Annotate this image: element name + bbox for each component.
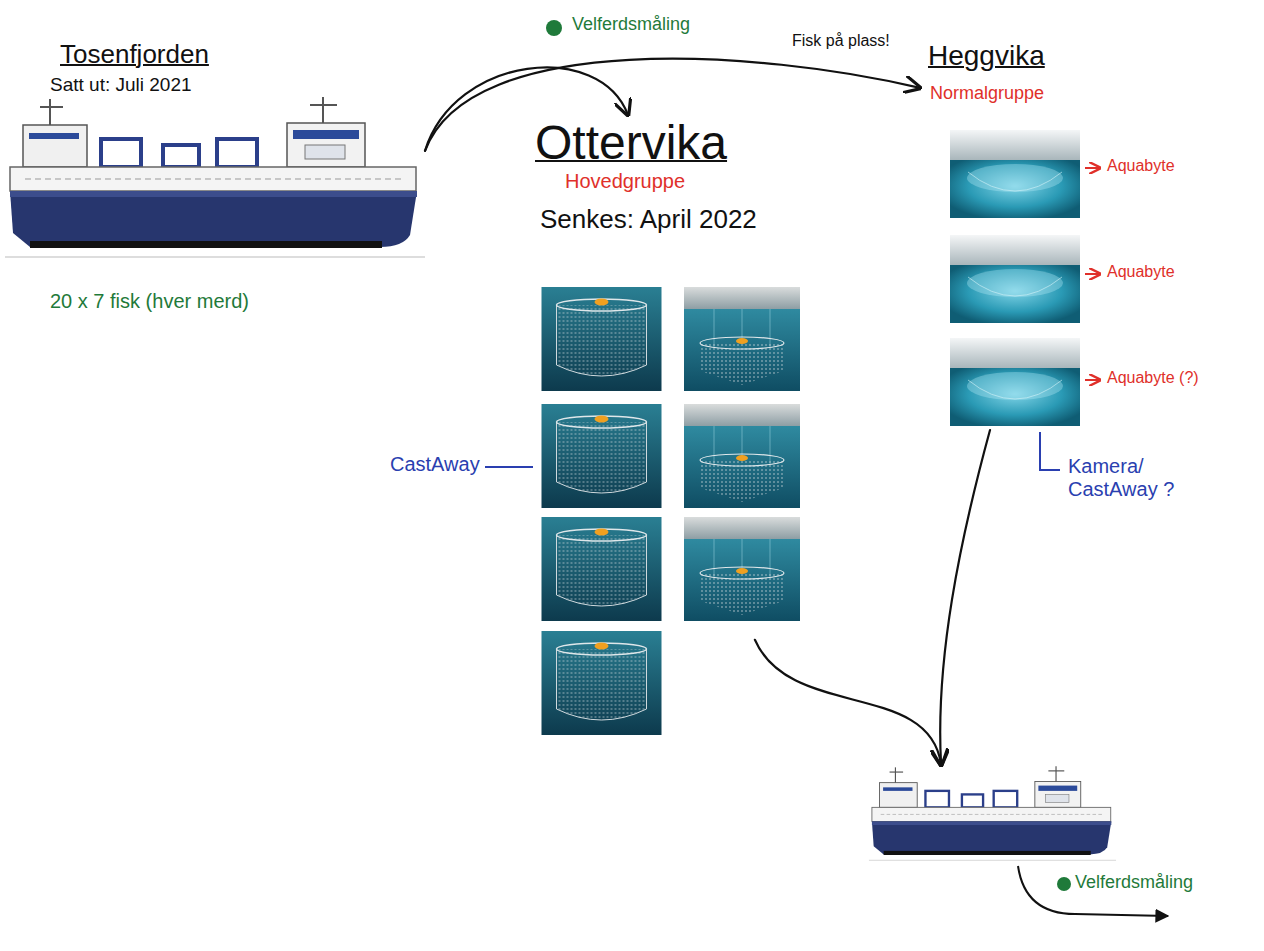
- leader-lines: [485, 168, 1168, 916]
- site-group: HeggvikaNormalgruppe: [920, 35, 1100, 430]
- edge-label: Fisk på plass!: [790, 32, 892, 50]
- site-group: OttervikaHovedgruppeSenkes: April 2022: [520, 115, 820, 745]
- equipment-label: CastAway: [388, 453, 482, 476]
- site-group: TosenfjordenSatt ut: Juli 2021 20 x 7 fis…: [5, 40, 425, 317]
- submerged-pens: [684, 287, 800, 621]
- site-title: Tosenfjorden: [60, 40, 209, 70]
- date-note: Satt ut: Juli 2021: [50, 74, 192, 96]
- equipment-label: Kamera/ CastAway ?: [1066, 455, 1195, 501]
- equipment-label: Aquabyte: [1105, 157, 1177, 175]
- group-label: Hovedgruppe: [565, 170, 685, 193]
- measurement-note: Velferdsmåling: [1075, 872, 1193, 893]
- flow-arrow: [940, 430, 990, 765]
- site-title: Heggvika: [928, 40, 1045, 72]
- date-note: Senkes: April 2022: [540, 205, 757, 235]
- group-label: Normalgruppe: [930, 83, 1044, 104]
- fish-count: 20 x 7 fisk (hver merd): [50, 290, 249, 313]
- normal-pens: [950, 130, 1080, 426]
- flow-arrow: [755, 640, 941, 765]
- edge-label: Velferdsmåling: [570, 14, 692, 35]
- equipment-label: Aquabyte: [1105, 263, 1177, 281]
- open-net-pens: [542, 287, 662, 735]
- vessel-group: Velferdsmåling: [845, 765, 1205, 905]
- site-title: Ottervika: [535, 115, 727, 170]
- ship-illustration: [5, 97, 1116, 860]
- equipment-label: Aquabyte (?): [1105, 369, 1201, 387]
